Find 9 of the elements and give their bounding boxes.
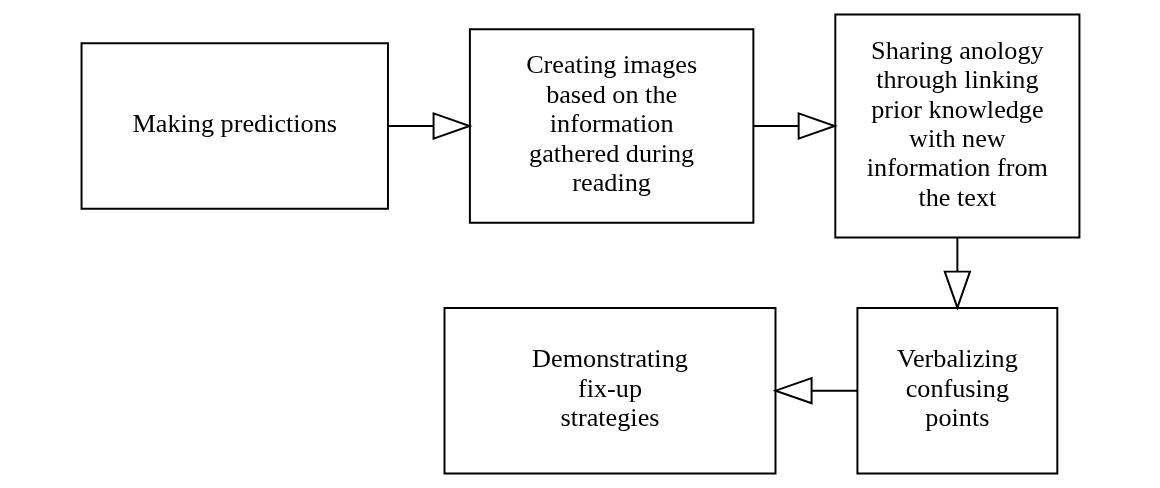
node-box: Creating images based on the information gathered during reading [468, 28, 754, 224]
arrow [772, 376, 858, 405]
arrow [387, 112, 473, 141]
node-box: Sharing anology through linking prior knowledge with new information from the text [833, 13, 1080, 239]
arrow [942, 236, 971, 311]
node-box: Demonstrating fix-up strategies [443, 306, 776, 475]
node-box: Making predictions [80, 42, 389, 210]
node-box: Verbalizing confusing points [855, 306, 1058, 475]
arrow [751, 112, 838, 141]
